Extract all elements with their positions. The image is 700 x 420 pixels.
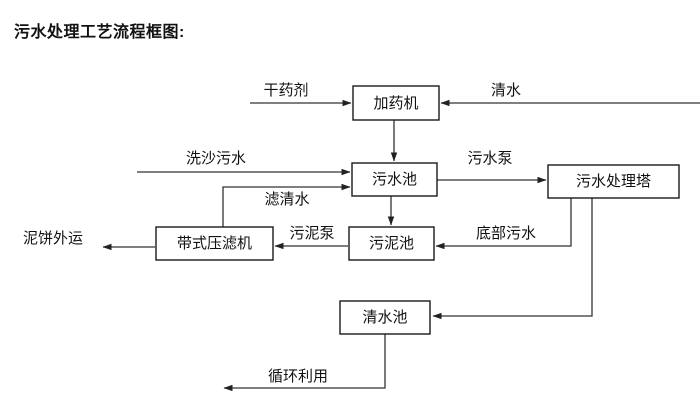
edge-label-dry-chemical: 干药剂: [263, 82, 308, 99]
edge-dry-chemical-to-dosing-machine: 干药剂: [250, 82, 352, 107]
edge-label-mud-cake-transport: 泥饼外运: [23, 230, 83, 247]
edge-sewage-pump-to-treatment-tower: 污水泵: [437, 150, 547, 184]
edge-label-sewage-pump: 污水泵: [467, 150, 512, 167]
node-label-sewage-pool: 污水池: [372, 171, 417, 188]
edge-sludge-pump-to-belt-press: 污泥泵: [274, 225, 348, 250]
node-belt-press[interactable]: 带式压滤机: [155, 226, 274, 261]
page-title: 污水处理工艺流程框图:: [14, 24, 185, 41]
edge-clean-water-to-dosing-machine: 清水: [440, 82, 700, 107]
edge-label-clean-water: 清水: [491, 82, 521, 99]
edge-treatment-tower-to-clear-pool: [432, 198, 593, 320]
node-dosing-machine[interactable]: 加药机: [352, 85, 440, 121]
edge-label-sludge-pump: 污泥泵: [289, 225, 334, 242]
edge-filtrate-return-to-sewage-pool: 滤清水: [222, 183, 351, 227]
edge-label-bottom-sewage: 底部污水: [476, 225, 536, 242]
edge-label-sand-wash-sewage: 洗沙污水: [186, 150, 246, 167]
node-sludge-pool[interactable]: 污泥池: [348, 226, 435, 261]
node-sewage-pool[interactable]: 污水池: [351, 162, 438, 197]
edge-label-recycle-use: 循环利用: [268, 368, 328, 385]
edge-bottom-sewage-to-sludge-pool: 底部污水: [435, 198, 572, 250]
edge-clear-pool-to-recycle: 循环利用: [223, 334, 386, 392]
node-label-belt-press: 带式压滤机: [177, 235, 252, 252]
node-label-clear-pool: 清水池: [362, 309, 407, 326]
node-label-dosing-machine: 加药机: [373, 95, 418, 112]
node-treatment-tower[interactable]: 污水处理塔: [547, 164, 680, 199]
edge-label-filtered-water: 滤清水: [264, 191, 309, 208]
node-clear-pool[interactable]: 清水池: [339, 300, 431, 335]
edge-belt-press-to-mud-cake-transport: 泥饼外运: [23, 230, 155, 251]
edge-sand-wash-sewage-to-sewage-pool: 洗沙污水: [137, 150, 351, 176]
node-label-sludge-pool: 污泥池: [369, 235, 414, 252]
node-label-treatment-tower: 污水处理塔: [576, 173, 651, 190]
